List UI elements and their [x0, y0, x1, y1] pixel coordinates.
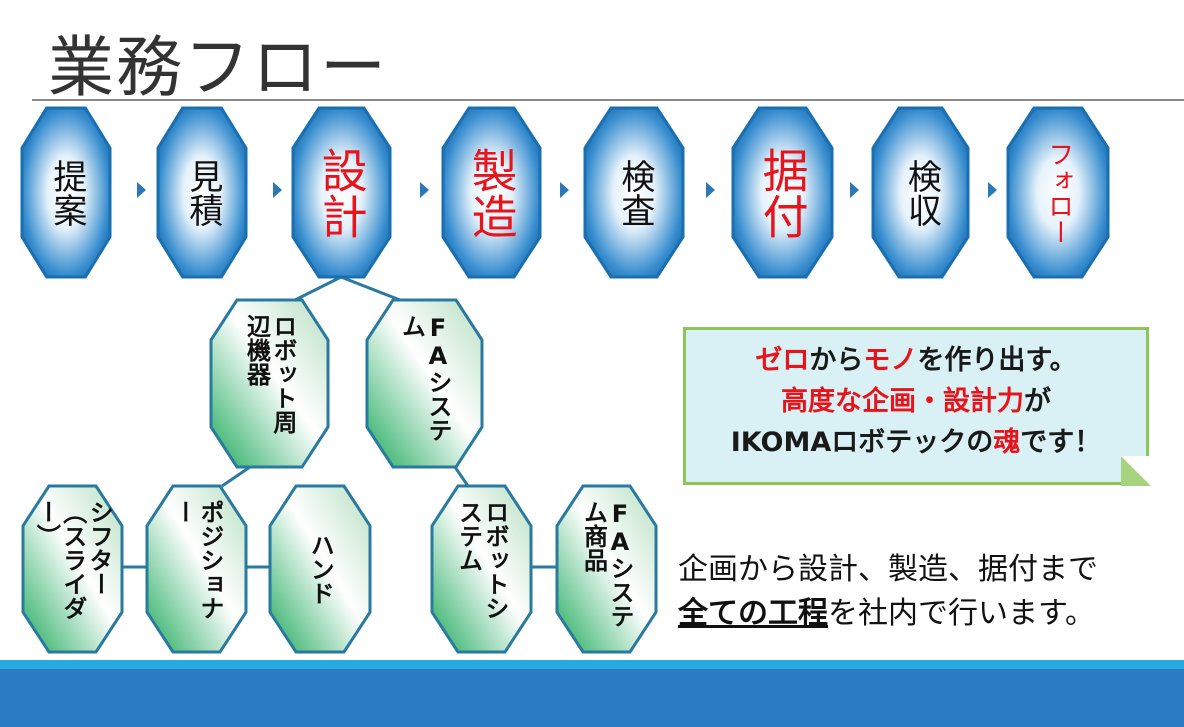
- footer-stripe: [0, 660, 1184, 669]
- branch-robot-peripherals: [209, 298, 330, 469]
- note-folded-corner-cut: [1121, 456, 1152, 487]
- flow-step-6: [731, 106, 834, 279]
- flow-step-label: フォロー: [1043, 140, 1074, 245]
- note-text: です！: [1020, 427, 1102, 458]
- branch-label: FAシステム: [397, 314, 452, 442]
- title-divider: [32, 99, 1184, 101]
- callout-note: ゼロからモノを作り出す。 高度な企画・設計力が IKOMAロボテックの魂です！: [683, 327, 1149, 485]
- flow-step-1: [20, 106, 112, 279]
- summary-text: 企画から設計、製造、据付まで 全ての工程を社内で行います。: [678, 548, 1098, 636]
- flow-step-4: [441, 106, 542, 279]
- chevron-right-icon: [273, 182, 282, 198]
- summary-rest: を社内で行います。: [828, 596, 1095, 631]
- page-title: 業務フロー: [48, 29, 388, 106]
- summary-line-2: 全ての工程を社内で行います。: [678, 592, 1098, 636]
- note-text: ゼロ: [755, 345, 810, 376]
- flow-step-2: [156, 106, 248, 279]
- note-text: モノ: [863, 345, 918, 376]
- flow-step-8: [1006, 106, 1110, 279]
- flow-step-label: 提案: [46, 158, 87, 227]
- branch-label: シフター（スライダー）: [32, 500, 114, 620]
- chevron-right-icon: [850, 182, 859, 198]
- branch-positioner: [145, 484, 248, 654]
- flow-step-label: 検査: [614, 158, 655, 227]
- chevron-right-icon: [988, 182, 997, 198]
- connector-line: [453, 466, 470, 487]
- connector-line: [221, 465, 251, 488]
- branch-label: ポジショナー: [169, 500, 224, 620]
- branch-label: ロボット周辺機器: [242, 314, 297, 434]
- flow-step-7: [871, 106, 970, 279]
- flow-step-label: 製造: [464, 146, 519, 239]
- flow-step-3: [291, 106, 392, 279]
- flow-step-label: 検収: [901, 158, 942, 227]
- summary-line-1: 企画から設計、製造、据付まで: [678, 552, 1098, 587]
- note-text: が: [1024, 386, 1051, 417]
- branch-label: FAシステム商品: [579, 500, 634, 628]
- note-text: を作り出す。: [917, 345, 1077, 376]
- chevron-right-icon: [420, 182, 429, 198]
- note-text: 高度な企画・設計力: [781, 386, 1024, 417]
- flow-step-label: 設計: [314, 146, 369, 239]
- branch-label: ロボットシステム: [454, 500, 509, 620]
- branch-hand: [268, 484, 372, 654]
- branch-robot-system: [430, 484, 533, 654]
- chevron-right-icon: [560, 182, 569, 198]
- summary-emphasis: 全ての工程: [678, 596, 828, 631]
- footer-bar: [0, 669, 1184, 727]
- branch-shifter: [21, 484, 124, 654]
- chevron-right-icon: [706, 182, 715, 198]
- connector-line: [340, 275, 401, 302]
- branch-label: ハンド: [306, 533, 335, 605]
- flow-step-label: 据付: [755, 146, 810, 239]
- flow-step-label: 見積: [182, 158, 223, 227]
- note-text: 魂: [993, 427, 1021, 458]
- note-text: IKOMAロボテック: [730, 427, 967, 458]
- chevron-right-icon: [137, 182, 146, 198]
- branch-fa-system-product: [555, 484, 658, 654]
- note-text: から: [809, 345, 864, 376]
- note-text: の: [966, 427, 994, 458]
- flow-step-5: [583, 106, 685, 279]
- branch-fa-system: [365, 298, 484, 469]
- connector-line: [294, 275, 342, 302]
